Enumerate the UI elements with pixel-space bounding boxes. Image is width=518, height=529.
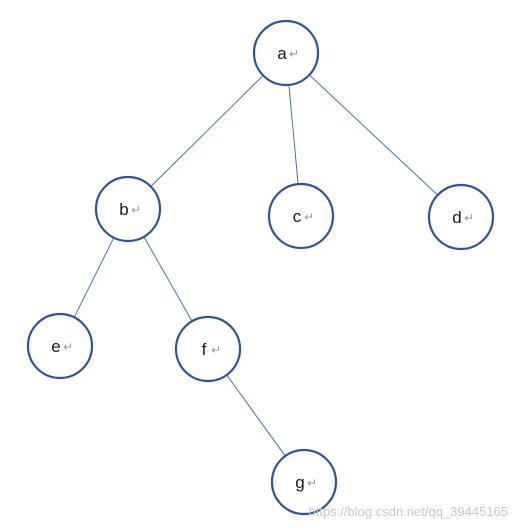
node-label-b: b: [119, 200, 128, 219]
edge-f-g: [226, 374, 286, 457]
node-circle-d: [427, 183, 495, 251]
node-e: e↵: [26, 312, 94, 380]
node-label-c: c: [293, 207, 302, 226]
node-c: c↵: [267, 182, 335, 250]
return-mark-icon: ↵: [307, 476, 317, 490]
return-mark-icon: ↵: [304, 210, 314, 224]
return-mark-icon: ↵: [211, 343, 221, 357]
return-mark-icon: ↵: [464, 211, 474, 225]
return-mark-icon: ↵: [63, 340, 73, 354]
edge-a-c: [288, 84, 299, 185]
return-mark-icon: ↵: [131, 203, 141, 217]
node-circle-c: [267, 182, 335, 250]
edges-layer: [73, 74, 439, 457]
return-mark-icon: ↵: [289, 47, 299, 61]
node-a: a↵: [252, 19, 320, 87]
node-circle-a: [252, 19, 320, 87]
node-label-d: d: [452, 208, 461, 227]
node-b: b↵: [94, 175, 162, 243]
node-label-a: a: [277, 44, 287, 63]
node-label-g: g: [295, 473, 304, 492]
node-label-e: e: [51, 337, 60, 356]
node-circle-b: [94, 175, 162, 243]
edge-a-b: [150, 75, 264, 187]
node-circle-g: [270, 448, 338, 516]
node-label-f: f: [202, 340, 207, 359]
node-circle-f: [174, 315, 242, 383]
nodes-layer: a↵b↵c↵d↵e↵f↵g↵: [26, 19, 495, 516]
watermark-text: https://blog.csdn.net/qq_39445165: [309, 504, 509, 519]
node-circle-e: [26, 312, 94, 380]
edge-a-d: [308, 74, 439, 196]
node-d: d↵: [427, 183, 495, 251]
edge-b-f: [143, 236, 193, 322]
node-g: g↵: [270, 448, 338, 516]
node-f: f↵: [174, 315, 242, 383]
edge-b-e: [73, 237, 115, 318]
